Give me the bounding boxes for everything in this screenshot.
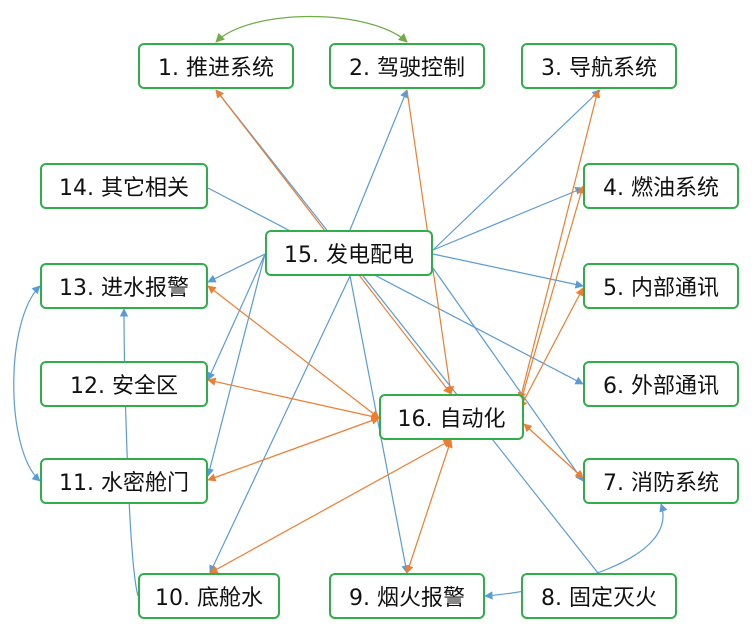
node-4-fuel-system: 4. 燃油系统 <box>583 163 739 209</box>
node-8-fixed-extinguishing: 8. 固定灭火 <box>521 573 677 619</box>
node-16-automation: 16. 自动化 <box>379 394 524 440</box>
link-1-2 <box>215 15 408 43</box>
link-15-3 <box>432 89 601 251</box>
node-7-fire-system: 7. 消防系统 <box>583 458 739 504</box>
link-15-7 <box>432 267 584 482</box>
link-16-7 <box>523 423 584 479</box>
node-12-safe-zone: 12. 安全区 <box>40 361 208 407</box>
link-15-5 <box>432 253 584 289</box>
node-3-navigation: 3. 导航系统 <box>521 43 677 89</box>
link-16-10 <box>209 439 452 574</box>
link-5-16 <box>519 287 584 409</box>
link-15-2 <box>349 89 409 231</box>
node-5-internal-comms: 5. 内部通讯 <box>583 263 739 309</box>
node-1-propulsion: 1. 推进系统 <box>138 43 294 89</box>
node-14-other-related: 14. 其它相关 <box>40 163 208 209</box>
link-4-16 <box>518 185 585 405</box>
link-14-6 <box>207 187 584 385</box>
link-16-11 <box>207 416 380 482</box>
link-10-13 <box>119 308 139 597</box>
link-16-12 <box>207 377 380 421</box>
node-6-external-comms: 6. 外部通讯 <box>583 361 739 407</box>
node-15-power-distribution: 15. 发电配电 <box>265 230 433 276</box>
node-2-steering-control: 2. 驾驶控制 <box>329 43 485 89</box>
link-13-11 <box>13 285 41 482</box>
node-10-bilge-water: 10. 底舱水 <box>138 573 280 619</box>
link-15-12 <box>207 253 266 381</box>
link-3-16 <box>517 89 601 401</box>
link-15-13 <box>207 253 266 283</box>
node-11-watertight-doors: 11. 水密舱门 <box>40 458 208 504</box>
link-15-11 <box>205 253 266 477</box>
link-16-9 <box>405 439 453 574</box>
node-13-flooding-alarm: 13. 进水报警 <box>40 263 208 309</box>
node-9-smoke-fire-alarm: 9. 烟火报警 <box>329 573 485 619</box>
link-15-10 <box>209 275 351 574</box>
link-16-13 <box>207 285 380 419</box>
link-9-7 <box>484 503 668 600</box>
